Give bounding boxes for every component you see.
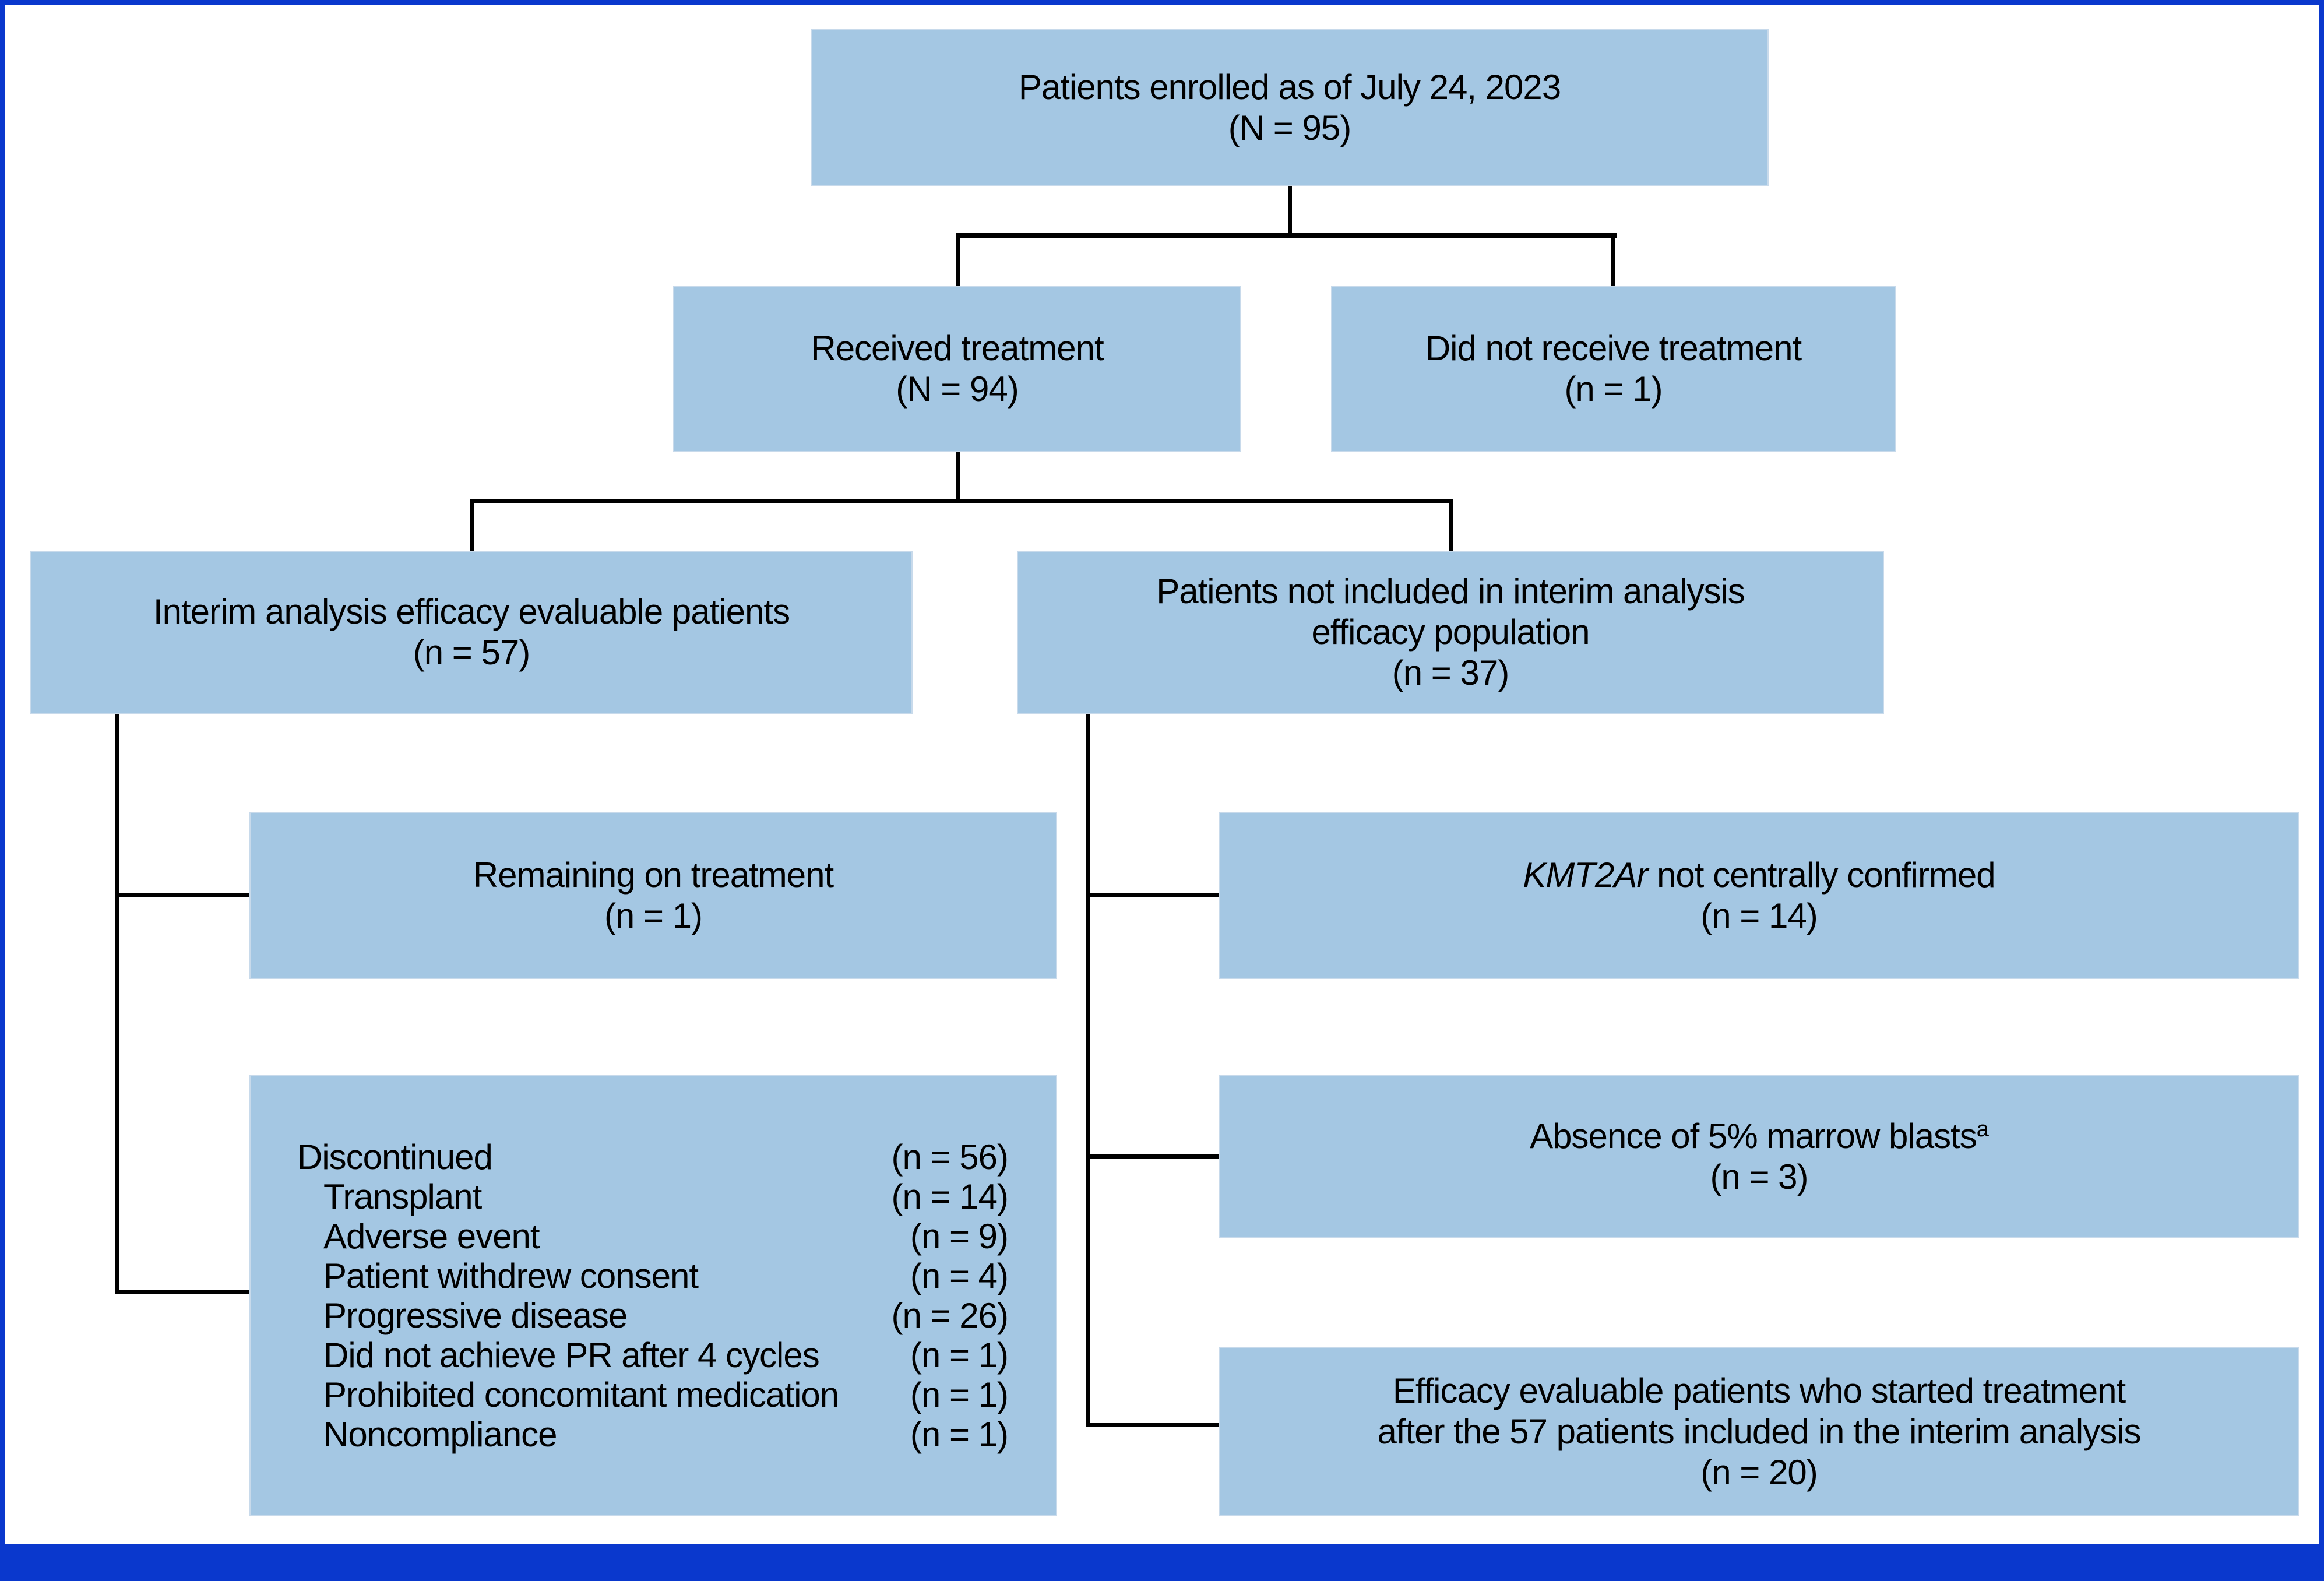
item-count: (n = 4) <box>910 1256 1009 1295</box>
discontinued-item-transplant: Transplant (n = 14) <box>297 1177 1009 1217</box>
item-label: Did not achieve PR after 4 cycles <box>323 1336 820 1375</box>
box-received-label: Received treatment <box>811 329 1104 368</box>
box-not-included-count: (n = 37) <box>1392 653 1509 692</box>
connector-interim-leg <box>470 499 474 551</box>
box-absence-marrow-blasts: Absence of 5% marrow blastsa (n = 3) <box>1219 1075 2299 1238</box>
connector-received-down <box>956 452 960 503</box>
item-count: (n = 14) <box>891 1177 1009 1216</box>
box-interim-count: (n = 57) <box>413 633 530 672</box>
box-efficacy-late-label-line2: after the 57 patients included in the in… <box>1377 1412 2141 1451</box>
item-label: Noncompliance <box>323 1415 558 1454</box>
item-label: Patient withdrew consent <box>323 1256 699 1295</box>
connector-not-received-leg <box>1611 233 1615 286</box>
discontinued-title-label: Discontinued <box>297 1138 493 1177</box>
item-label: Adverse event <box>323 1217 540 1256</box>
box-not-included-label-line2: efficacy population <box>1311 612 1590 652</box>
box-enrolled-count: (N = 95) <box>1228 108 1351 147</box>
discontinued-item-progressive-disease: Progressive disease (n = 26) <box>297 1296 1009 1336</box>
absence-label-text: Absence of 5% marrow blasts <box>1530 1117 1977 1156</box>
box-not-included-interim: Patients not included in interim analysi… <box>1017 551 1884 714</box>
connector-level2-horizontal <box>956 233 1617 238</box>
connector-not-included-leg <box>1449 499 1453 551</box>
box-efficacy-late-count: (n = 20) <box>1700 1453 1818 1492</box>
connector-level3-horizontal <box>470 499 1453 503</box>
box-did-not-receive-count: (n = 1) <box>1564 369 1663 409</box>
item-label: Prohibited concomitant medication <box>323 1375 839 1414</box>
connector-received-leg <box>956 233 960 286</box>
item-count: (n = 1) <box>910 1336 1009 1375</box>
item-label: Progressive disease <box>323 1296 628 1335</box>
discontinued-item-prohibited-medication: Prohibited concomitant medication (n = 1… <box>297 1375 1009 1415</box>
discontinued-item-no-pr-4-cycles: Did not achieve PR after 4 cycles (n = 1… <box>297 1336 1009 1375</box>
connector-stub-kmt2ar <box>1086 893 1219 897</box>
box-discontinued: Discontinued (n = 56) Transplant (n = 14… <box>249 1075 1057 1516</box>
box-received-treatment: Received treatment (N = 94) <box>673 286 1241 452</box>
box-absence-label: Absence of 5% marrow blastsa <box>1530 1116 1989 1157</box>
connector-right-bracket-vertical <box>1086 714 1090 1427</box>
item-count: (n = 9) <box>910 1217 1009 1256</box>
discontinued-item-withdrew-consent: Patient withdrew consent (n = 4) <box>297 1256 1009 1296</box>
item-label: Transplant <box>323 1177 482 1216</box>
box-remaining-on-treatment: Remaining on treatment (n = 1) <box>249 812 1057 979</box>
item-count: (n = 1) <box>910 1415 1009 1454</box>
box-enrolled-label: Patients enrolled as of July 24, 2023 <box>1018 68 1561 107</box>
box-did-not-receive-treatment: Did not receive treatment (n = 1) <box>1331 286 1896 452</box>
discontinued-item-adverse-event: Adverse event (n = 9) <box>297 1217 1009 1256</box>
connector-stub-discontinued <box>115 1290 249 1294</box>
connector-left-bracket-vertical <box>115 714 119 1294</box>
discontinued-title-count: (n = 56) <box>891 1138 1009 1177</box>
box-remaining-label: Remaining on treatment <box>473 855 834 895</box>
connector-stub-absence <box>1086 1154 1219 1159</box>
box-did-not-receive-label: Did not receive treatment <box>1425 329 1802 368</box>
item-count: (n = 1) <box>910 1375 1009 1414</box>
kmt2ar-label-rest: not centrally confirmed <box>1647 855 1996 895</box>
box-remaining-count: (n = 1) <box>604 896 703 935</box>
box-kmt2ar-not-confirmed: KMT2Ar not centrally confirmed (n = 14) <box>1219 812 2299 979</box>
box-efficacy-late-starters: Efficacy evaluable patients who started … <box>1219 1347 2299 1516</box>
item-count: (n = 26) <box>891 1296 1009 1335</box>
connector-stub-efficacy <box>1086 1423 1219 1427</box>
box-interim-label: Interim analysis efficacy evaluable pati… <box>153 592 790 631</box>
footnote-a-superscript: a <box>1976 1117 1989 1142</box>
box-interim-evaluable: Interim analysis efficacy evaluable pati… <box>30 551 913 714</box>
connector-stub-remaining <box>115 893 249 897</box>
connector-enrolled-down <box>1288 186 1292 237</box>
box-absence-count: (n = 3) <box>1710 1157 1808 1196</box>
box-enrolled: Patients enrolled as of July 24, 2023 (N… <box>811 29 1769 186</box>
box-not-included-label-line1: Patients not included in interim analysi… <box>1156 572 1745 611</box>
box-kmt2ar-label: KMT2Ar not centrally confirmed <box>1523 855 1995 896</box>
kmt2ar-gene-name: KMT2Ar <box>1523 855 1648 895</box>
bottom-accent-bar <box>0 1544 2324 1581</box>
box-received-count: (N = 94) <box>896 369 1019 409</box>
discontinued-item-noncompliance: Noncompliance (n = 1) <box>297 1415 1009 1455</box>
box-efficacy-late-label-line1: Efficacy evaluable patients who started … <box>1392 1371 2126 1410</box>
box-kmt2ar-count: (n = 14) <box>1700 896 1818 935</box>
discontinued-title-row: Discontinued (n = 56) <box>297 1138 1009 1177</box>
